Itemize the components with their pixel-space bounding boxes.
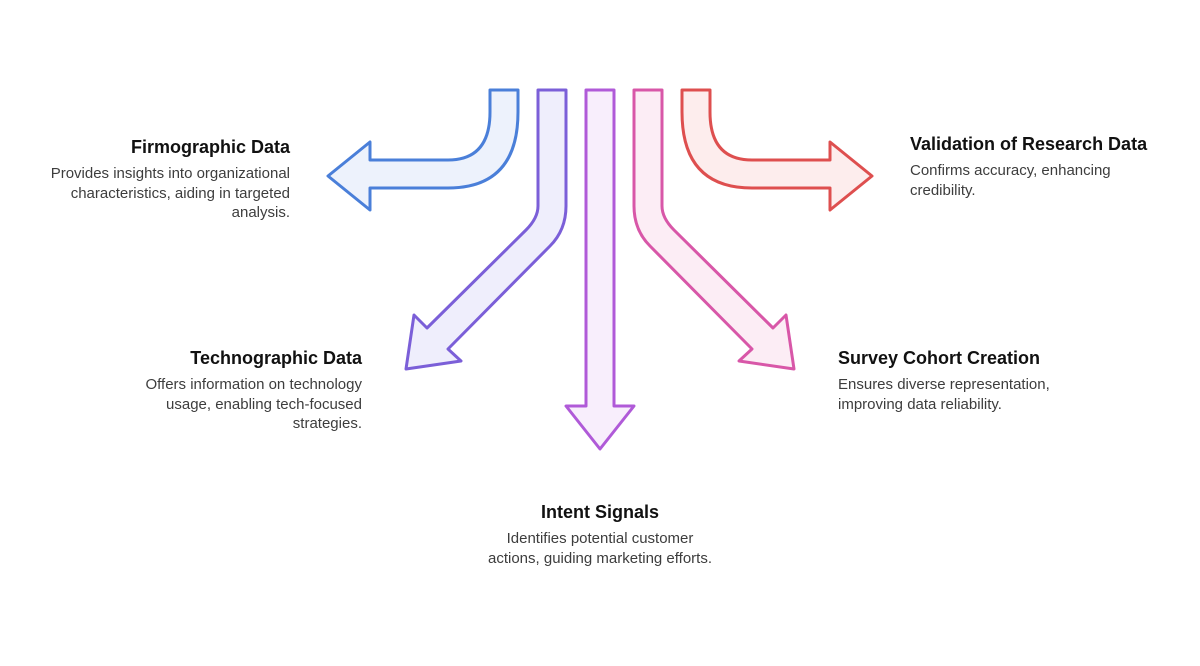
firmographic-description: Provides insights into organizational ch… xyxy=(50,165,290,221)
technographic-label: Technographic Data Offers information on… xyxy=(142,347,362,434)
survey-description: Ensures diverse representation, improvin… xyxy=(838,376,1050,413)
arrow-survey xyxy=(632,88,796,371)
validation-description: Confirms accuracy, enhancing credibility… xyxy=(910,162,1111,199)
arrow-firmographic xyxy=(326,88,520,212)
intent-title: Intent Signals xyxy=(540,502,659,522)
intent-description: Identifies potential customer actions, g… xyxy=(487,530,712,567)
survey-label: Survey Cohort Creation Ensures diverse r… xyxy=(838,347,1058,414)
arrow-technographic xyxy=(404,88,568,371)
arrow-validation xyxy=(680,88,874,212)
validation-label: Validation of Research Data Confirms acc… xyxy=(910,133,1150,200)
intent-label: Intent Signals Identifies potential cust… xyxy=(480,501,720,568)
technographic-title: Technographic Data xyxy=(190,348,362,368)
firmographic-label: Firmographic Data Provides insights into… xyxy=(50,136,290,223)
technographic-description: Offers information on technology usage, … xyxy=(145,376,362,432)
survey-title: Survey Cohort Creation xyxy=(838,348,1041,368)
validation-title: Validation of Research Data xyxy=(910,134,1148,154)
arrow-intent xyxy=(564,88,636,451)
firmographic-title: Firmographic Data xyxy=(130,137,290,157)
